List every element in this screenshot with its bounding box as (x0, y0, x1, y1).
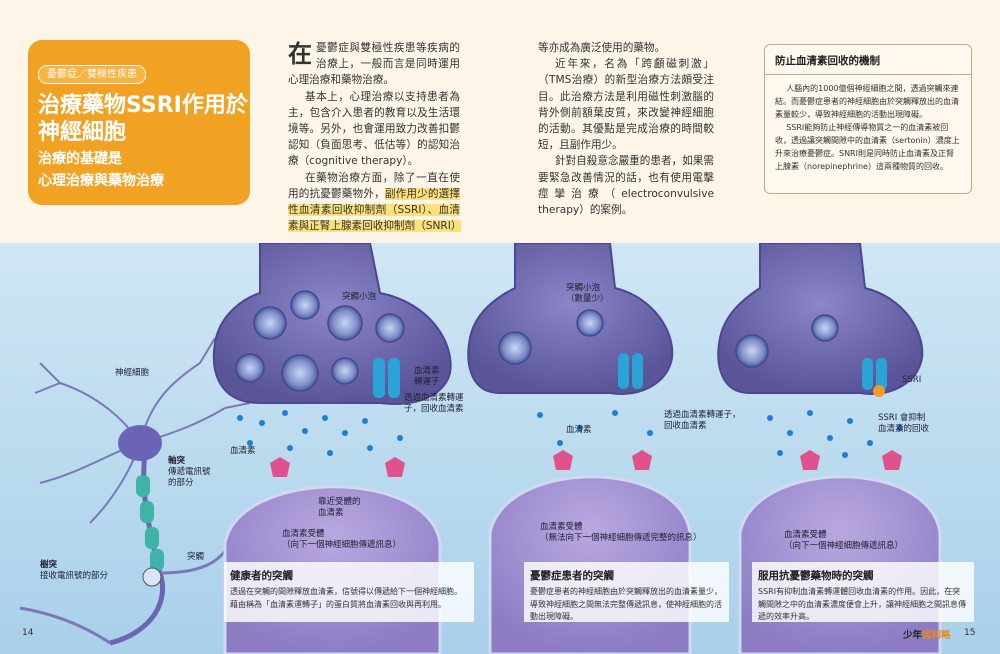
paragraph-3: 在藥物治療方面，除了一直在使用的抗憂鬱藥物外，副作用少的選擇性血清素回收抑制劑（… (288, 170, 462, 235)
label-axon-title: 軸突 (168, 456, 186, 466)
sidebar-paragraph-1: 人腦內的1000億個神經細胞之間，透過突觸來連結。而憂鬱症患者的神經細胞由於突觸… (775, 84, 959, 119)
label-serotonin-2: 血清素 (566, 425, 592, 435)
caption-ssri-body: SSRI有抑制血清素轉運體回收血清素的作用。因此，在突觸間隙之中的血清素濃度便會… (758, 587, 966, 621)
page-subtitle: 治療的基礎是 心理治療與藥物治療 (38, 148, 248, 192)
label-receptor-1-desc: （向下一個神經細胞傳遞訊息） (282, 540, 402, 550)
caption-ssri: 服用抗憂鬱藥物時的突觸 SSRI有抑制血清素轉運體回收血清素的作用。因此，在突觸… (752, 562, 974, 622)
myelin-sheath (136, 475, 164, 571)
article-column-2: 等亦成為廣泛使用的藥物。 近年來，名為「跨顱磁刺激」（TMS治療）的新型治療方法… (538, 40, 714, 218)
caption-depression-heading: 憂鬱症患者的突觸 (530, 570, 614, 582)
caption-depression: 憂鬱症患者的突觸 憂鬱症患者的神經細胞由於突觸釋放出的血清素量少，導致神經細胞之… (524, 562, 729, 622)
label-transporter: 血清素轉運子 (414, 366, 440, 388)
label-receptor-3-title: 血清素受體 (784, 530, 827, 540)
label-synapse: 突觸 (187, 552, 205, 562)
label-axon: 軸突傳遞電訊號的部分 (168, 456, 211, 489)
brand-part-1: 少年 (903, 630, 923, 641)
label-receptor-2-title: 血清素受體 (540, 522, 583, 532)
paragraph-1: 在憂鬱症與雙極性疾患等疾病的治療上，一般而言是同時運用心理治療和藥物治療。 (288, 40, 460, 89)
page-number-right: 15 (964, 628, 976, 638)
article-column-1: 在憂鬱症與雙極性疾患等疾病的治療上，一般而言是同時運用心理治療和藥物治療。 基本… (288, 40, 462, 235)
label-reuptake-line-2: 子，回收血清素 (404, 404, 464, 414)
label-axon-line-2: 傳遞電訊號 (168, 467, 211, 477)
category-tag: 憂鬱症／雙極性疾患 (38, 65, 146, 84)
label-receptor-3-desc: （向下一個神經細胞傳遞訊息） (784, 541, 904, 551)
label-ssri: SSRI (902, 375, 922, 385)
sidebar-heading: 防止血清素回收的機制 (765, 45, 971, 75)
page-number-left: 14 (22, 628, 34, 638)
label-reuptake-2-line-1: 透過血清素轉運子， (664, 410, 741, 420)
paragraph-1-text: 憂鬱症與雙極性疾患等疾病的治療上，一般而言是同時運用心理治療和藥物治療。 (288, 42, 460, 87)
label-ssri-block-line-1: SSRI 會抑制 (878, 413, 926, 423)
subtitle-line-2: 心理治療與藥物治療 (38, 173, 164, 189)
caption-healthy: 健康者的突觸 透過在突觸的間隙釋放血清素，信號得以傳遞給下一個神經細胞。藉由稱為… (224, 562, 474, 622)
paragraph-2: 基本上，心理治療以支持患者為主，包含介入患者的教育以及生活環境等。另外，也會運用… (288, 90, 460, 168)
label-vesicle-few-line-2: （數量少） (566, 294, 609, 304)
paragraph-4: 近年來，名為「跨顱磁刺激」（TMS治療）的新型治療方法頗受注目。此治療方法是利用… (538, 58, 714, 152)
label-approach-line-1: 靠近受體的 (318, 497, 361, 507)
title-box: 憂鬱症／雙極性疾患 治療藥物SSRI作用於神經細胞 治療的基礎是 心理治療與藥物… (28, 40, 250, 205)
label-vesicle-few: 突觸小泡（數量少） (566, 283, 609, 305)
label-transporter-line-1: 血清素 (414, 366, 440, 376)
label-approach-line-2: 血清素 (318, 508, 344, 518)
label-dendrite-title: 樹突 (40, 560, 58, 570)
page-title: 治療藥物SSRI作用於神經細胞 (38, 93, 248, 145)
label-transporter-line-2: 轉運子 (414, 377, 440, 387)
label-neuron: 神經細胞 (115, 368, 150, 378)
drop-cap: 在 (288, 40, 312, 68)
neuron-illustration (19, 337, 251, 646)
paragraph-3-start: 在藥物治療方面，除了一直在使用的抗憂鬱藥物外， (288, 171, 460, 200)
label-vesicle: 突觸小泡 (342, 292, 377, 302)
caption-healthy-body: 透過在突觸的間隙釋放血清素，信號得以傳遞給下一個神經細胞。藉由稱為「血清素運轉子… (230, 587, 462, 609)
label-reuptake-2-line-2: 回收血清素 (664, 421, 707, 431)
label-dendrite: 樹突接收電訊號的部分 (40, 560, 108, 582)
label-reuptake: 透過血清素轉運子，回收血清素 (404, 393, 464, 415)
label-reuptake-2: 透過血清素轉運子，回收血清素 (664, 410, 741, 432)
ssri-molecule (873, 385, 885, 397)
label-receptor-2-desc: （無法向下一個神經細胞傳遞完整的訊息） (540, 533, 702, 543)
magazine-brand: 少年伽利略 (903, 627, 951, 641)
subtitle-line-1: 治療的基礎是 (38, 151, 122, 167)
label-ssri-block: SSRI 會抑制血清素的回收 (878, 413, 929, 435)
caption-ssri-heading: 服用抗憂鬱藥物時的突觸 (758, 570, 874, 582)
label-receptor-3: 血清素受體（向下一個神經細胞傳遞訊息） (784, 530, 903, 552)
label-dendrite-desc: 接收電訊號的部分 (40, 571, 109, 581)
paragraph-5: 針對自殺意念嚴重的患者，如果需要緊急改善情況的話，也有使用電擊痙攣治療（elec… (538, 155, 714, 217)
synapse-marker (142, 567, 162, 587)
label-receptor-1: 血清素受體（向下一個神經細胞傳遞訊息） (282, 529, 401, 551)
sidebar-paragraph-2: SSRI能夠防止神經傳導物質之一的血清素被回收，透過讓突觸間隙中的血清素（ser… (775, 123, 960, 171)
label-axon-line-3: 的部分 (168, 478, 194, 488)
label-receptor-1-title: 血清素受體 (282, 529, 325, 539)
caption-depression-body: 憂鬱症患者的神經細胞由於突觸釋放出的血清素量少，導致神經細胞之間無法完整傳遞訊息… (530, 587, 722, 621)
paragraph-3-end: 等亦成為廣泛使用的藥物。 (538, 42, 666, 54)
brand-part-2: 伽利略 (922, 630, 951, 641)
label-vesicle-few-line-1: 突觸小泡 (566, 283, 601, 293)
caption-healthy-heading: 健康者的突觸 (230, 570, 293, 582)
cell-body (118, 425, 162, 461)
label-approach: 靠近受體的血清素 (318, 497, 361, 519)
sidebar-box: 防止血清素回收的機制 人腦內的1000億個神經細胞之間，透過突觸來連結。而憂鬱症… (764, 44, 972, 194)
label-serotonin-1: 血清素 (230, 446, 256, 456)
label-ssri-block-line-2: 血清素的回收 (878, 424, 930, 434)
label-receptor-2: 血清素受體（無法向下一個神經細胞傳遞完整的訊息） (540, 522, 702, 544)
label-reuptake-line-1: 透過血清素轉運 (404, 393, 464, 403)
